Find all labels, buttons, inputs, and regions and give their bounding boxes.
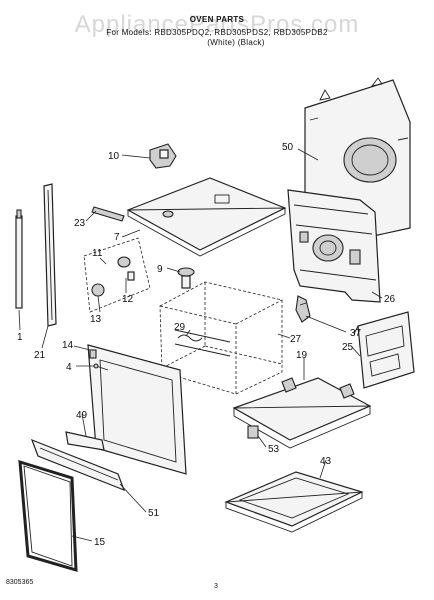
callout-53: 53 (268, 444, 280, 455)
part-10-latch (149, 143, 177, 169)
thermostat-group (83, 237, 151, 313)
callout-14: 14 (62, 340, 74, 351)
callout-43: 43 (320, 456, 332, 467)
leader-lines (18, 148, 383, 542)
callout-9: 9 (157, 264, 163, 275)
watermark-text: AppliancePartsPros.com (75, 11, 360, 38)
part-53-clip (247, 425, 259, 439)
part-37-bracket (295, 295, 311, 323)
part-7-top-plate (126, 177, 287, 257)
color-list: (White) (Black) (207, 38, 264, 47)
callout-12: 12 (122, 294, 134, 305)
callout-29: 29 (174, 322, 186, 333)
part-25-control-box (353, 311, 415, 389)
callout-26: 26 (384, 294, 396, 305)
part-23-bar (91, 206, 125, 222)
callout-4: 4 (66, 362, 72, 373)
callout-11: 11 (92, 248, 103, 259)
diagram-title: OVEN PARTS (190, 15, 245, 24)
callout-23: 23 (74, 218, 86, 229)
callout-1: 1 (17, 332, 23, 343)
callout-13: 13 (90, 314, 102, 325)
callout-10: 10 (108, 151, 120, 162)
footer-doc-number: 8305365 (6, 579, 33, 586)
part-9-sensor (177, 267, 195, 289)
callout-19: 19 (296, 350, 308, 361)
part-1-side-trim (15, 209, 23, 309)
part-21-side-trim (43, 183, 57, 327)
model-list: For Models: RBD305PDQ2, RBD305PDS2, RBD3… (106, 28, 328, 37)
callout-21: 21 (34, 350, 46, 361)
callout-25: 25 (342, 342, 354, 353)
callout-51: 51 (148, 508, 160, 519)
part-19-bottom-panel (232, 377, 372, 449)
part-29-element (177, 334, 203, 342)
callout-37: 37 (350, 328, 362, 339)
part-43-liner (224, 471, 364, 533)
callout-7: 7 (114, 232, 120, 243)
part-14-front-frame (87, 344, 187, 475)
footer-page-number: 3 (214, 583, 218, 590)
part-26-rear-bracket (287, 189, 381, 303)
callout-50: 50 (282, 142, 294, 153)
callout-15: 15 (94, 537, 106, 548)
part-49-vent (65, 431, 105, 451)
callout-27: 27 (290, 334, 302, 345)
callout-49: 49 (76, 410, 88, 421)
part-51-rail (30, 438, 126, 492)
part-15-gasket (18, 459, 78, 573)
callout-labels: 10 50 23 7 11 9 12 13 1 21 14 4 29 27 26… (17, 142, 396, 548)
